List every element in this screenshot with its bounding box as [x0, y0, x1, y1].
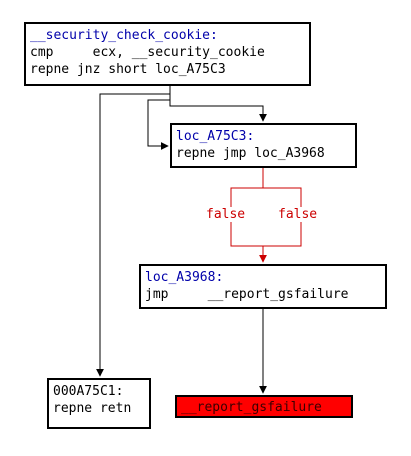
code-line: jmp __report_gsfailure	[145, 287, 349, 302]
node-000a75c1[interactable]: 000A75C1: repne retn	[47, 378, 151, 429]
code-line: repne jmp loc_A3968	[176, 146, 325, 161]
node-label: loc_A3968:	[145, 270, 224, 285]
node-label: __report_gsfailure	[181, 400, 322, 415]
node-label: __security_check_cookie:	[30, 28, 218, 43]
edge-loc-a75c3-to-loc-a3968-false-right	[259, 187, 302, 263]
node-label: loc_A75C3:	[176, 129, 255, 144]
edge-label-false-right: false	[277, 207, 319, 222]
code-line: repne jnz short loc_A75C3	[30, 62, 226, 77]
node-loc-a75c3[interactable]: loc_A75C3:repne jmp loc_A3968	[170, 123, 357, 168]
node-security-check-cookie[interactable]: __security_check_cookie:cmp ecx, __secur…	[24, 22, 311, 86]
node-report-gsfailure[interactable]: __report_gsfailure	[175, 395, 353, 418]
edge-security-to-loc-a75c3-left	[147, 99, 170, 150]
code-line: cmp ecx, __security_cookie	[30, 45, 265, 60]
edge-security-to-loc-a75c3-top	[169, 86, 267, 122]
edge-label-false-left: false	[205, 207, 247, 222]
node-loc-a3968[interactable]: loc_A3968:jmp __report_gsfailure	[139, 264, 387, 309]
code-line: repne retn	[53, 401, 132, 416]
edge-loc-a75c3-to-loc-a3968-false-left	[230, 168, 264, 247]
edge-security-to-000a75c1	[96, 93, 170, 377]
node-label: 000A75C1:	[53, 384, 124, 399]
